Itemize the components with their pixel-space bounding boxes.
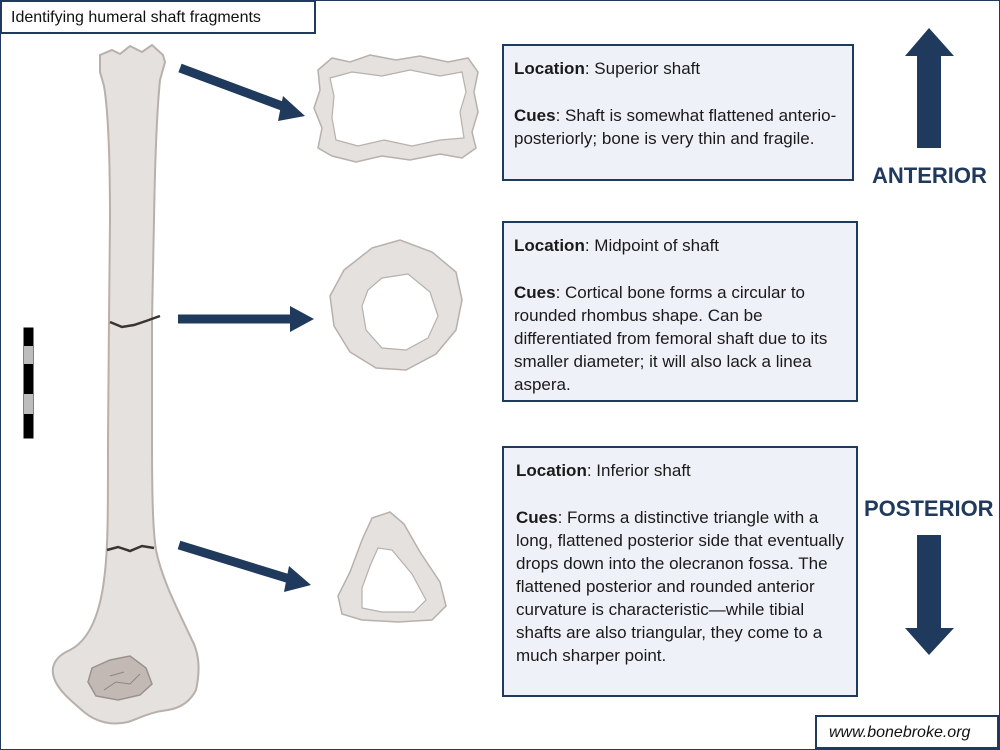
- cross-section-superior: [313, 54, 479, 163]
- fracture-line-upper: [109, 314, 161, 329]
- arrow-inferior: [177, 540, 311, 592]
- fossa-texture: [103, 671, 141, 691]
- olecranon-fossa: [87, 655, 153, 701]
- location-line: Location: Superior shaft: [514, 59, 701, 78]
- location-line: Location: Midpoint of shaft: [514, 236, 720, 255]
- info-box-inferior: Location: Inferior shaft Cues: Forms a d…: [502, 446, 858, 697]
- cues-line: Cues: Forms a distinctive triangle with …: [516, 508, 844, 665]
- anterior-arrow-icon: [905, 28, 954, 148]
- anterior-label: ANTERIOR: [872, 163, 987, 188]
- page-title: Identifying humeral shaft fragments: [0, 0, 316, 34]
- fracture-line-lower: [106, 544, 155, 553]
- cross-section-midpoint: [329, 239, 463, 371]
- scale-bar: [23, 327, 34, 439]
- arrow-midpoint: [178, 306, 314, 332]
- humerus-bone: [51, 43, 200, 725]
- posterior-arrow-icon: [905, 535, 954, 655]
- location-line: Location: Inferior shaft: [516, 461, 691, 480]
- info-box-superior: Location: Superior shaft Cues: Shaft is …: [502, 44, 854, 181]
- cues-line: Cues: Cortical bone forms a circular to …: [514, 283, 828, 394]
- posterior-label: POSTERIOR: [864, 496, 994, 521]
- info-box-midpoint: Location: Midpoint of shaft Cues: Cortic…: [502, 221, 858, 402]
- arrow-superior: [178, 63, 305, 121]
- website-link[interactable]: www.bonebroke.org: [815, 715, 999, 749]
- cues-line: Cues: Shaft is somewhat flattened anteri…: [514, 106, 837, 148]
- cross-section-inferior: [337, 511, 447, 623]
